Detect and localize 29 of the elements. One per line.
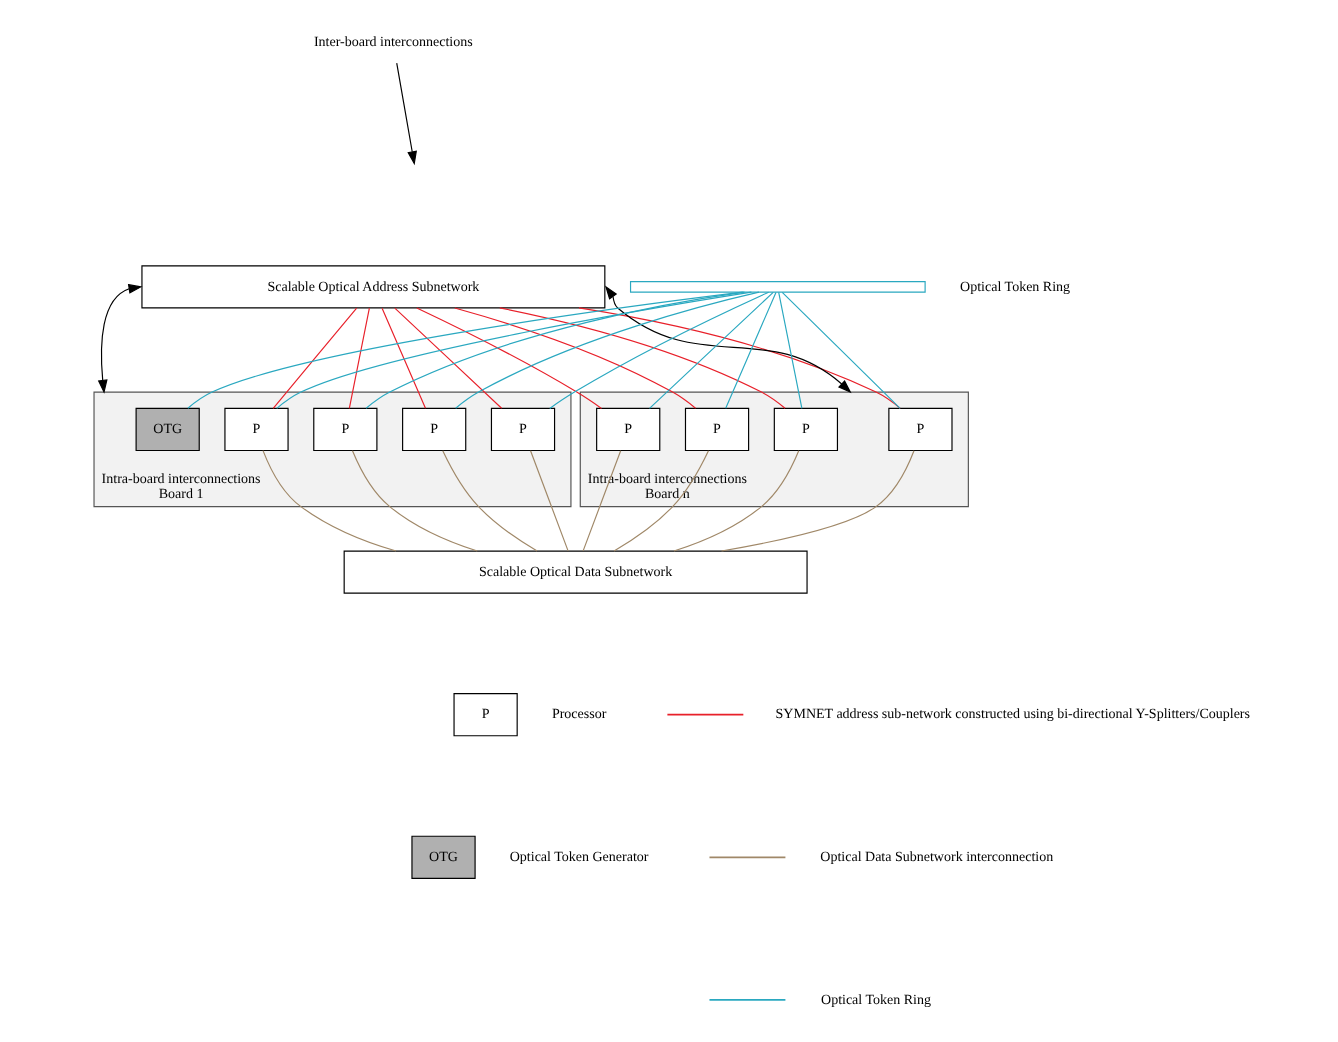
connector	[364, 291, 745, 409]
node-bar	[628, 281, 925, 293]
arrow	[96, 283, 142, 394]
connector	[777, 291, 802, 409]
connector	[780, 291, 900, 409]
connector	[612, 450, 709, 552]
connector	[347, 307, 369, 409]
connector	[672, 450, 799, 552]
connector	[441, 450, 537, 552]
connector	[350, 450, 477, 552]
connector	[271, 307, 357, 409]
connector	[498, 307, 785, 409]
connector	[719, 450, 914, 552]
arrow	[603, 285, 851, 394]
connector	[186, 291, 743, 409]
arrow	[395, 62, 416, 166]
connector	[454, 291, 759, 409]
connector	[581, 450, 621, 552]
connector	[453, 307, 696, 409]
connector	[261, 450, 396, 552]
connector	[647, 291, 773, 409]
connector	[415, 307, 602, 409]
connector	[393, 307, 502, 409]
connector	[275, 291, 751, 409]
connector	[577, 307, 900, 409]
connector	[548, 291, 769, 409]
connector	[528, 450, 568, 552]
connector	[724, 291, 776, 409]
connector	[380, 307, 426, 409]
